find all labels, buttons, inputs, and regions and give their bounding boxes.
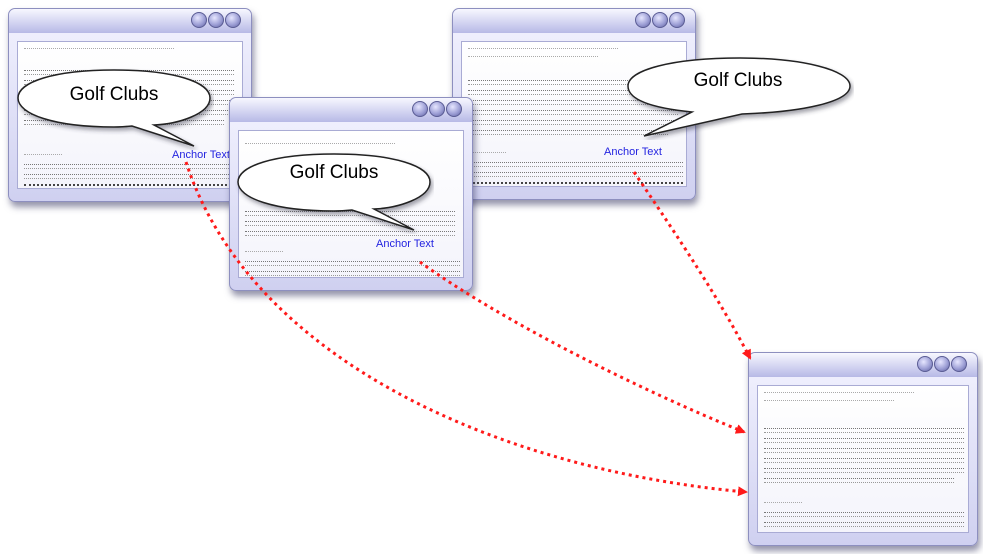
title-bar <box>230 98 472 122</box>
window-control-icon[interactable] <box>191 12 207 28</box>
window-control-icon[interactable] <box>652 12 668 28</box>
window-control-icon[interactable] <box>208 12 224 28</box>
window-control-icon[interactable] <box>669 12 685 28</box>
bubble-text: Golf Clubs <box>69 84 159 105</box>
title-bar <box>9 9 251 33</box>
target-page-window <box>748 352 978 546</box>
window-control-icon[interactable] <box>934 356 950 372</box>
speech-bubble-2: Golf Clubs <box>234 152 434 234</box>
title-bar <box>749 353 977 377</box>
speech-bubble-1: Golf Clubs <box>14 68 214 150</box>
window-control-icon[interactable] <box>635 12 651 28</box>
anchor-text-link[interactable]: Anchor Text <box>172 149 230 161</box>
bubble-text: Golf Clubs <box>693 70 783 91</box>
window-control-icon[interactable] <box>429 101 445 117</box>
window-control-icon[interactable] <box>446 101 462 117</box>
page-content <box>757 385 969 533</box>
window-control-icon[interactable] <box>225 12 241 28</box>
anchor-text-link[interactable]: Anchor Text <box>604 146 662 158</box>
speech-bubble-3: Golf Clubs <box>622 56 854 140</box>
bubble-text: Golf Clubs <box>289 162 379 183</box>
title-bar <box>453 9 695 33</box>
window-control-icon[interactable] <box>951 356 967 372</box>
window-control-icon[interactable] <box>412 101 428 117</box>
anchor-text-link[interactable]: Anchor Text <box>376 238 434 250</box>
window-control-icon[interactable] <box>917 356 933 372</box>
